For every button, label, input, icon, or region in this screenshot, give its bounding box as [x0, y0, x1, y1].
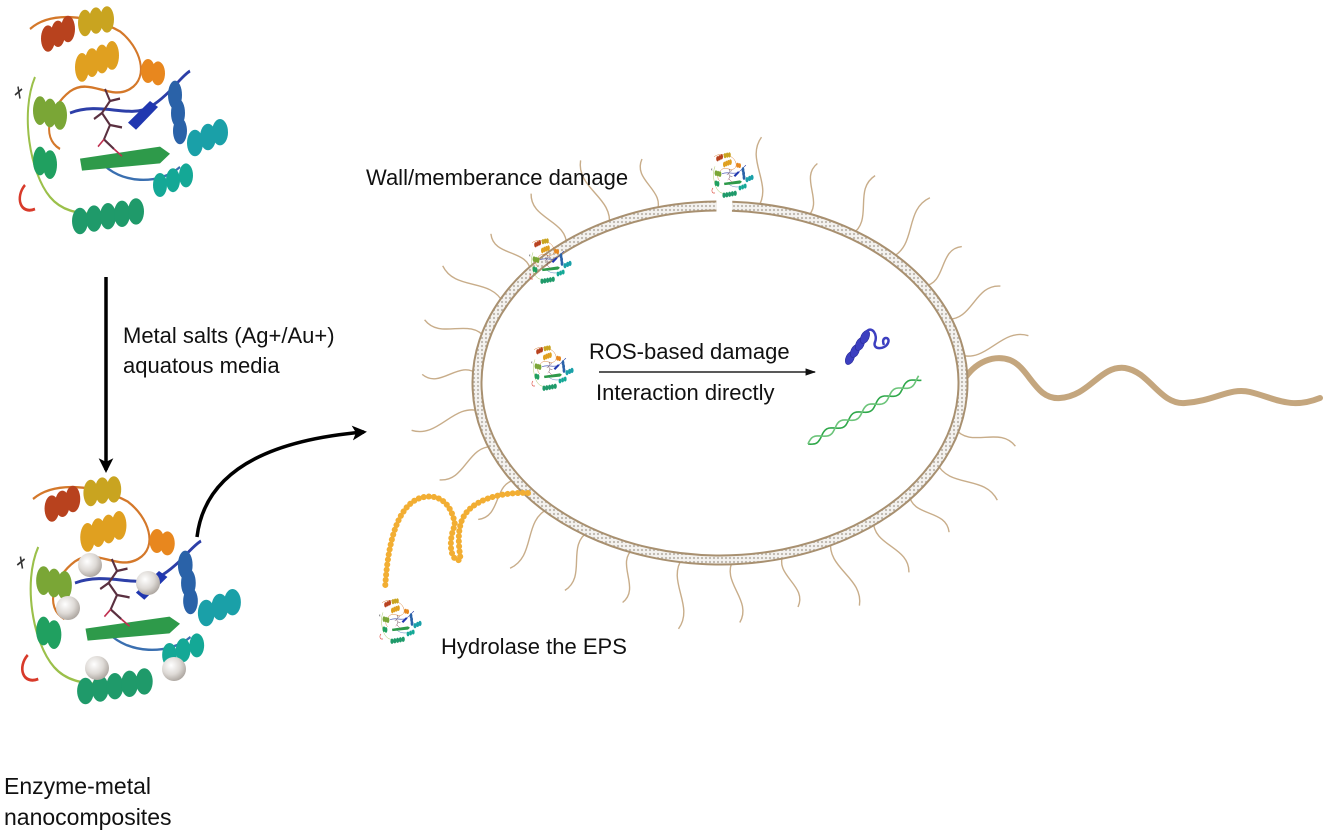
bacterial-cell — [382, 136, 1323, 630]
metal-nanoparticles — [56, 553, 186, 681]
enzyme-intracellular — [530, 344, 574, 392]
fimbria — [755, 136, 764, 209]
fimbria — [478, 479, 517, 521]
fimbria — [439, 446, 494, 481]
fimbria — [490, 233, 532, 273]
fimbria — [729, 559, 744, 623]
ros-damage-label: ROS-based damage — [589, 339, 790, 364]
synthesis-step-label: Metal salts (Ag+/Au+) aquatous media — [123, 322, 335, 380]
product-label-line1: Enzyme-metal — [4, 773, 151, 799]
fimbria — [954, 427, 1016, 447]
fimbria — [851, 175, 876, 235]
eps-chain — [382, 489, 531, 593]
eps-hydrolysis-label: Hydrolase the EPS — [441, 634, 627, 659]
fimbria — [872, 520, 910, 573]
native-enzyme-structure — [13, 4, 230, 236]
fimbria — [424, 319, 486, 339]
fimbria — [622, 547, 634, 604]
fimbria — [829, 540, 861, 606]
fimbria — [908, 493, 950, 533]
dna-strand — [807, 379, 922, 446]
fimbria — [411, 409, 481, 433]
transfer-arrow — [195, 425, 367, 538]
target-protein-icon — [845, 328, 890, 365]
fimbria — [959, 333, 1029, 357]
metal-nanoparticle — [78, 553, 102, 577]
enzyme-at-membrane-breach — [710, 151, 754, 199]
fimbria — [579, 160, 611, 226]
fimbria — [509, 507, 549, 569]
synthesis-step-line2: aquatous media — [123, 353, 280, 378]
membrane-damage-label: Wall/memberance damage — [366, 165, 629, 190]
fimbria — [936, 462, 998, 501]
fimbria — [806, 162, 818, 219]
product-label-line2: nanocomposites — [4, 804, 172, 830]
fimbria — [530, 193, 568, 246]
cell-membrane — [471, 200, 969, 566]
metal-nanoparticle — [56, 596, 80, 620]
fimbria — [780, 553, 801, 608]
fimbria — [923, 245, 962, 287]
synthesis-step-line1: Metal salts (Ag+/Au+) — [123, 323, 335, 348]
fimbria — [639, 158, 660, 213]
direct-interaction-label: Interaction directly — [596, 380, 775, 405]
fimbria — [891, 197, 931, 259]
dna-strand — [807, 375, 920, 445]
dna-icon — [807, 375, 922, 446]
metal-nanoparticle — [136, 571, 160, 595]
product-label: Enzyme-metal nanocomposites — [4, 771, 172, 833]
enzyme-eps-hydrolase — [378, 597, 422, 645]
flagellum — [959, 355, 1323, 407]
metal-nanoparticle — [85, 656, 109, 680]
fimbriae — [411, 136, 1029, 630]
fimbria — [421, 369, 478, 380]
metal-nanoparticle — [162, 657, 186, 681]
fimbria — [442, 265, 504, 304]
fimbria — [564, 531, 589, 591]
fimbria — [676, 557, 685, 630]
fimbria — [946, 285, 1001, 320]
enzyme-metal-nanocomposite-structure — [15, 474, 243, 706]
